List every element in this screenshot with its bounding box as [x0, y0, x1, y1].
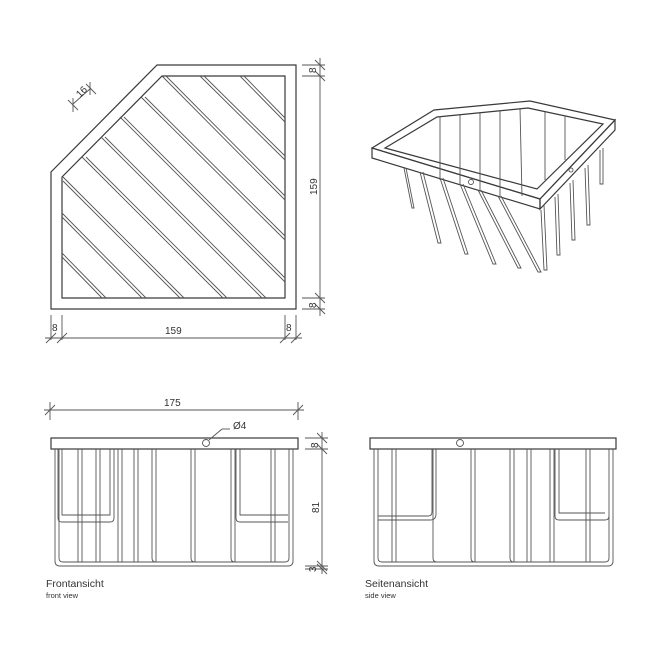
- isometric-view: [370, 100, 617, 273]
- side-view-title: Seitenansicht: [365, 578, 429, 590]
- front-view-subtitle: front view: [46, 591, 79, 600]
- dim-frame-bottom: 8: [308, 302, 319, 308]
- front-view: 175 Ø4 8 81 3: [44, 398, 328, 575]
- dim-frame-right: 8: [286, 323, 292, 334]
- side-view-caption: Seitenansicht side view: [365, 578, 428, 600]
- dim-frame-height: 8: [310, 442, 321, 448]
- dim-frame-left: 8: [52, 323, 58, 334]
- side-view-subtitle: side view: [365, 591, 396, 600]
- dim-height-total: 159: [309, 178, 320, 195]
- front-view-title: Frontansicht: [46, 578, 104, 590]
- dim-wire-spacing: 16: [74, 84, 90, 100]
- dim-basket-height: 81: [311, 501, 322, 513]
- dim-bottom-offset: 3: [308, 566, 319, 572]
- dim-front-width: 175: [164, 398, 181, 409]
- top-view-plan: 16 8 159 8 8 159 8: [45, 58, 326, 344]
- dim-frame-top: 8: [308, 67, 319, 73]
- side-view: [369, 437, 617, 567]
- front-view-caption: Frontansicht front view: [46, 578, 104, 600]
- dim-hole-diameter: Ø4: [233, 421, 247, 432]
- dim-width-total: 159: [165, 326, 182, 337]
